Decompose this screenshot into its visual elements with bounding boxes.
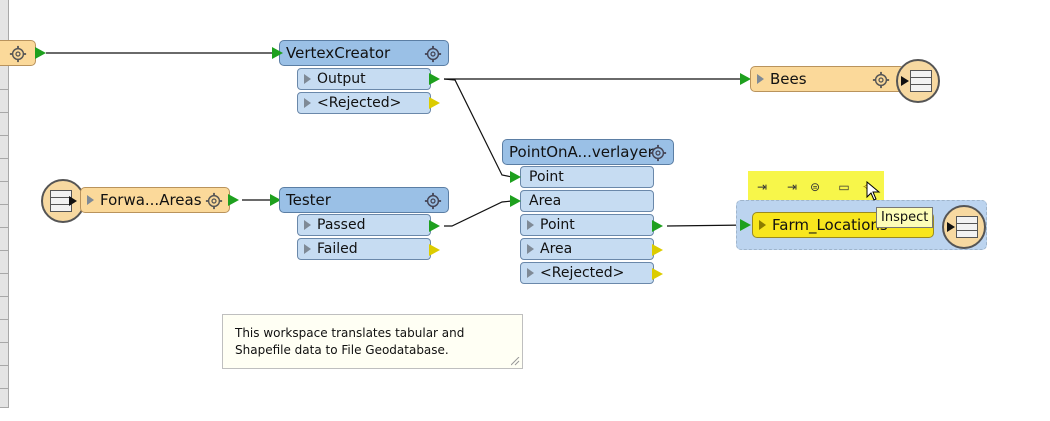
reader-table-icon[interactable] xyxy=(41,179,85,223)
output-port-icon[interactable] xyxy=(35,47,46,59)
port-label: Area xyxy=(540,241,573,257)
gear-icon[interactable] xyxy=(872,71,890,89)
expand-triangle-icon[interactable] xyxy=(304,98,311,108)
vertical-ruler[interactable] xyxy=(0,0,9,408)
feature-type-label: Bees xyxy=(770,70,807,88)
input-port-icon[interactable] xyxy=(510,195,521,207)
input-port-icon[interactable] xyxy=(740,219,751,231)
gear-icon[interactable] xyxy=(424,192,442,210)
expand-triangle-icon[interactable] xyxy=(304,244,311,254)
vertexcreator-title: VertexCreator xyxy=(286,44,391,62)
expand-triangle-icon[interactable] xyxy=(304,220,311,230)
pointonareaoverlayer-header[interactable]: PointOnA...verlayer xyxy=(502,139,674,165)
expand-triangle-icon[interactable] xyxy=(304,74,311,84)
output-port-point[interactable]: Point xyxy=(520,214,654,236)
inspect-tooltip: Inspect xyxy=(876,207,934,228)
port-output[interactable]: Output xyxy=(297,68,431,90)
output-port-area[interactable]: Area xyxy=(520,238,654,260)
port-label: Failed xyxy=(317,241,358,257)
rejected-port-icon[interactable] xyxy=(429,244,440,256)
vertexcreator-header[interactable]: VertexCreator xyxy=(279,40,449,66)
expand-triangle-icon[interactable] xyxy=(527,220,534,230)
mouse-cursor-icon xyxy=(866,181,881,201)
writer-table-icon[interactable] xyxy=(896,59,940,103)
port-rejected[interactable]: <Rejected> xyxy=(297,92,431,114)
port-label: Output xyxy=(317,71,366,87)
gear-icon[interactable] xyxy=(205,192,223,210)
input-port-icon[interactable] xyxy=(510,171,521,183)
port-passed[interactable]: Passed xyxy=(297,214,431,236)
gear-icon[interactable] xyxy=(649,144,667,162)
rejected-port-icon[interactable] xyxy=(652,244,663,256)
rejected-port-icon[interactable] xyxy=(429,97,440,109)
input-port-icon[interactable] xyxy=(270,194,281,206)
port-label: Passed xyxy=(317,217,366,233)
gear-icon[interactable] xyxy=(424,45,442,63)
quick-actions-toolbar: ⇥ ⇥ ⊜ ▭ ✧ xyxy=(748,171,884,203)
input-port-area[interactable]: Area xyxy=(520,190,654,212)
feature-cache-icon[interactable]: ⊜ xyxy=(809,180,821,194)
annotation-line: This workspace translates tabular and xyxy=(235,326,465,340)
feature-type-forward-areas[interactable]: Forwa...Areas xyxy=(80,187,230,213)
feature-type-label: Farm_Locations xyxy=(772,216,888,234)
left-feature-type-stub[interactable] xyxy=(0,40,36,66)
connect-icon[interactable]: ⇥ xyxy=(786,180,798,194)
workspace-annotation[interactable]: This workspace translates tabular and Sh… xyxy=(222,314,523,369)
input-port-point[interactable]: Point xyxy=(520,166,654,188)
output-port-icon[interactable] xyxy=(429,73,440,85)
output-port-rejected[interactable]: <Rejected> xyxy=(520,262,654,284)
connection-passed-to-area-input xyxy=(444,200,513,227)
folder-icon[interactable]: ▭ xyxy=(838,180,850,194)
feature-type-bees[interactable]: Bees xyxy=(750,66,905,92)
connection-output-to-point-input xyxy=(443,78,513,178)
port-label: Area xyxy=(529,193,562,209)
resize-handle-icon[interactable] xyxy=(511,357,520,366)
connection-point-to-farm-locations xyxy=(666,224,750,227)
expand-triangle-icon[interactable] xyxy=(757,74,764,84)
insert-icon[interactable]: ⇥ xyxy=(756,180,768,194)
output-port-icon[interactable] xyxy=(429,220,440,232)
tooltip-text: Inspect xyxy=(881,210,929,225)
annotation-line: Shapefile data to File Geodatabase. xyxy=(235,343,449,357)
pointonareaoverlayer-title: PointOnA...verlayer xyxy=(509,143,654,161)
output-port-icon[interactable] xyxy=(652,220,663,232)
port-label: Point xyxy=(529,169,564,185)
expand-triangle-icon[interactable] xyxy=(527,244,534,254)
input-port-icon[interactable] xyxy=(740,73,751,85)
tester-title: Tester xyxy=(286,191,331,209)
output-port-icon[interactable] xyxy=(228,194,239,206)
expand-triangle-icon[interactable] xyxy=(759,220,766,230)
feature-type-label: Forwa...Areas xyxy=(100,191,202,209)
port-label: Point xyxy=(540,217,575,233)
gear-icon[interactable] xyxy=(9,45,27,63)
expand-triangle-icon[interactable] xyxy=(527,268,534,278)
writer-table-icon[interactable] xyxy=(942,205,986,249)
port-failed[interactable]: Failed xyxy=(297,238,431,260)
expand-triangle-icon[interactable] xyxy=(87,195,94,205)
port-label: <Rejected> xyxy=(540,265,625,281)
rejected-port-icon[interactable] xyxy=(652,268,663,280)
port-label: <Rejected> xyxy=(317,95,402,111)
tester-header[interactable]: Tester xyxy=(279,187,449,213)
